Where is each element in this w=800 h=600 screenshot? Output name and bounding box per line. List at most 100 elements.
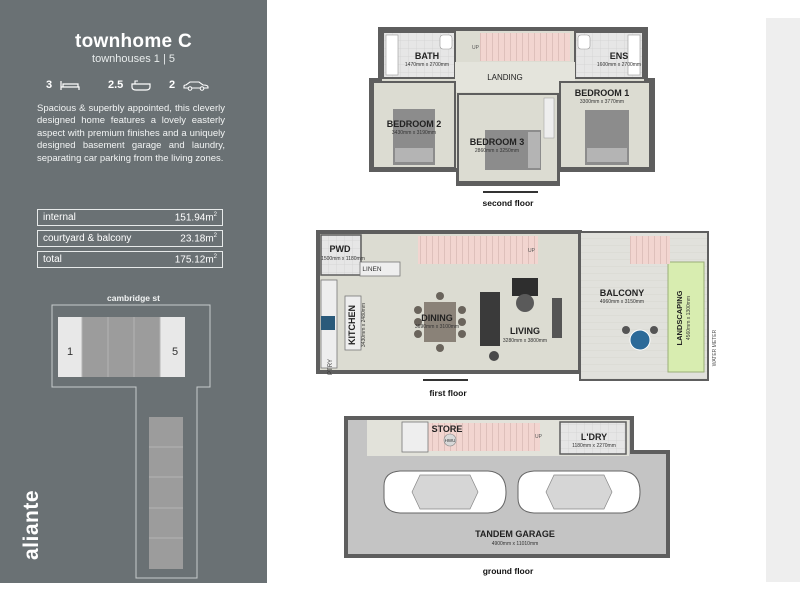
bedroom-3-dim: 2860mm x 3250mm	[475, 148, 519, 154]
car-2	[517, 470, 641, 514]
area-row-internal: internal 151.94m2	[37, 209, 223, 226]
area-value: 23.18m	[180, 233, 214, 245]
dining-label: DINING	[421, 313, 453, 323]
up-label: UP	[472, 45, 480, 51]
shower	[627, 34, 641, 76]
bedroom-2-label: BEDROOM 2	[387, 119, 442, 129]
shower	[385, 34, 399, 76]
street-label: cambridge st	[107, 293, 160, 303]
site-plan: 1 5	[51, 304, 211, 579]
dining-dim: 3690mm x 3100mm	[415, 324, 459, 330]
dining-chair	[414, 318, 422, 326]
stairs	[420, 423, 540, 451]
wardrobe	[543, 97, 555, 139]
ens-dim: 1600mm x 2700mm	[597, 62, 641, 68]
bedroom-1-label: BEDROOM 1	[575, 88, 630, 98]
bathrooms-count: 2.5	[108, 79, 124, 91]
townhouse-block	[160, 317, 185, 377]
toilet	[439, 34, 453, 50]
laundry-room	[559, 421, 627, 455]
dining-chair	[458, 318, 466, 326]
townhouse-block	[134, 317, 160, 377]
toilet	[577, 34, 591, 50]
first-floor-label: first floor	[429, 388, 467, 398]
page-edge-strip	[766, 18, 800, 582]
stairs	[480, 33, 570, 61]
bath-label: BATH	[415, 51, 439, 61]
pwd-dim: 1500mm x 1180mm	[321, 256, 365, 262]
bath-icon	[131, 79, 151, 91]
townhouse-block	[82, 317, 108, 377]
tv-unit	[552, 298, 562, 338]
area-unit-sup: 2	[213, 211, 217, 218]
pillow	[528, 132, 540, 168]
rear-townhouse-block	[149, 417, 183, 569]
plant	[489, 351, 499, 361]
oven	[321, 316, 335, 330]
car-count: 2	[169, 79, 176, 91]
kitchen-dim: 3430mm x 2480mm	[361, 303, 367, 347]
store-room	[401, 421, 429, 453]
car-1	[383, 470, 507, 514]
dining-chair	[436, 344, 444, 352]
dining-table	[424, 302, 456, 342]
laundry-label: L'DRY	[581, 432, 607, 442]
garage-label: TANDEM GARAGE	[475, 529, 555, 539]
unit-1-label: 1	[67, 346, 73, 358]
up-label: UP	[535, 434, 543, 440]
bedroom-1-dim: 3300mm x 3770mm	[580, 99, 624, 105]
living-label: LIVING	[510, 326, 540, 336]
first-floor-plan: PWD 1500mm x 1180mm LINEN KITCHEN 3430mm…	[316, 230, 718, 398]
armchair	[512, 278, 538, 296]
living-dim: 3280mm x 3800mm	[503, 338, 547, 344]
townhome-subtitle: townhouses 1 | 5	[92, 53, 175, 65]
area-row-courtyard: courtyard & balcony 23.18m2	[37, 230, 223, 247]
site-boundary	[51, 304, 211, 579]
townhome-title: townhome C	[75, 31, 192, 52]
area-unit-sup: 2	[213, 232, 217, 239]
dining-chair	[414, 306, 422, 314]
area-value: 151.94m	[174, 212, 214, 224]
bedroom-2-dim: 3430mm x 3190mm	[392, 130, 436, 136]
second-floor-plan: BATH 1470mm x 2700mm ENS 1600mm x 2700mm…	[369, 27, 655, 208]
balcony-table	[629, 329, 651, 351]
ground-floor-label: ground floor	[483, 566, 534, 576]
area-label: internal	[43, 212, 76, 223]
area-unit-sup: 2	[213, 253, 217, 260]
landscaping-area	[667, 261, 705, 373]
dining-chair	[414, 330, 422, 338]
bed-icon	[60, 80, 80, 90]
pwd-label: PWD	[330, 244, 351, 254]
water-meter-label: WATER METER	[712, 329, 718, 366]
area-value: 175.12m	[174, 254, 214, 266]
hwu-label: HWU	[445, 438, 456, 443]
balcony-stairs	[630, 236, 670, 264]
sofa	[480, 292, 500, 346]
dining-chair	[436, 292, 444, 300]
balcony-chair	[622, 326, 630, 334]
stairs	[418, 236, 538, 264]
area-label: total	[43, 254, 62, 265]
info-panel: townhome C townhouses 1 | 5 3 2.5 2 Spac…	[0, 0, 267, 583]
townhouse-block	[58, 317, 82, 377]
store-label: STORE	[432, 424, 463, 434]
balcony-label: BALCONY	[600, 288, 645, 298]
hot-water-unit	[443, 433, 457, 447]
description: Spacious & superbly appointed, this clev…	[37, 103, 225, 164]
pillow	[395, 148, 433, 162]
up-label: UP	[528, 248, 536, 254]
balcony-chair	[650, 326, 658, 334]
kitchen-label: KITCHEN	[347, 305, 357, 345]
unit-5-label: 5	[172, 346, 178, 358]
area-row-total: total 175.12m2	[37, 251, 223, 268]
landing-label: LANDING	[487, 73, 523, 82]
powder-room	[320, 234, 362, 276]
dining-chair	[458, 330, 466, 338]
area-label: courtyard & balcony	[43, 233, 132, 244]
landscaping-label: LANDSCAPING	[675, 290, 684, 345]
linen-cupboard	[359, 261, 401, 277]
bedroom-3-label: BEDROOM 3	[470, 137, 525, 147]
pillow	[587, 148, 627, 162]
garage-dim: 4900mm x 11010mm	[492, 541, 539, 547]
